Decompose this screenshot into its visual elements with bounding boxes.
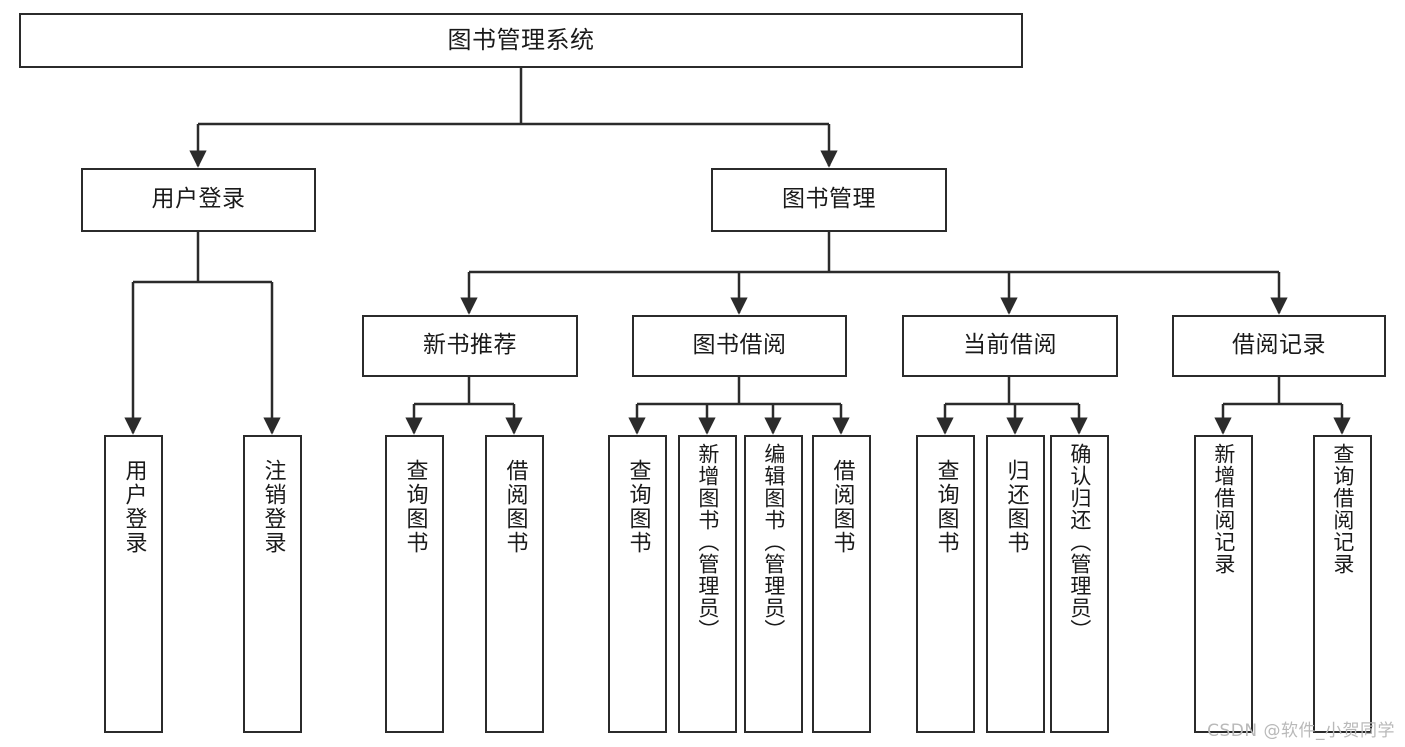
node-label: 查询图书 [625, 459, 651, 555]
leaf-borrow-books-recommend[interactable]: 借阅图书 [485, 435, 544, 733]
node-borrowing-record[interactable]: 借阅记录 [1172, 315, 1386, 377]
leaf-add-book-admin[interactable]: 新增图书（管理员） [678, 435, 737, 733]
node-root-book-management-system[interactable]: 图书管理系统 [19, 13, 1023, 68]
node-label: 编辑图书（管理员） [761, 443, 786, 641]
leaf-query-books-recommend[interactable]: 查询图书 [385, 435, 444, 733]
node-label: 查询图书 [933, 459, 959, 555]
node-label: 借阅图书 [829, 459, 855, 555]
node-user-login[interactable]: 用户登录 [81, 168, 316, 232]
node-label: 用户登录 [151, 186, 246, 213]
leaf-query-books-borrow[interactable]: 查询图书 [608, 435, 667, 733]
node-label: 借阅图书 [502, 459, 528, 555]
node-label: 用户登录 [121, 459, 147, 555]
node-new-book-recommendation[interactable]: 新书推荐 [362, 315, 578, 377]
leaf-query-borrowing-record[interactable]: 查询借阅记录 [1313, 435, 1372, 733]
node-label: 借阅记录 [1232, 332, 1326, 359]
leaf-borrow-books[interactable]: 借阅图书 [812, 435, 871, 733]
node-label: 查询借阅记录 [1330, 443, 1355, 575]
node-label: 注销登录 [260, 459, 286, 555]
node-label: 新书推荐 [423, 332, 517, 359]
leaf-confirm-return-admin[interactable]: 确认归还（管理员） [1050, 435, 1109, 733]
node-book-management[interactable]: 图书管理 [711, 168, 947, 232]
node-label: 当前借阅 [963, 332, 1057, 359]
leaf-edit-book-admin[interactable]: 编辑图书（管理员） [744, 435, 803, 733]
leaf-return-books[interactable]: 归还图书 [986, 435, 1045, 733]
leaf-add-borrowing-record[interactable]: 新增借阅记录 [1194, 435, 1253, 733]
node-label: 图书借阅 [692, 332, 787, 359]
node-label: 查询图书 [402, 459, 428, 555]
leaf-query-books-current[interactable]: 查询图书 [916, 435, 975, 733]
node-label: 归还图书 [1003, 459, 1029, 555]
node-label: 确认归还（管理员） [1067, 443, 1092, 641]
leaf-logout[interactable]: 注销登录 [243, 435, 302, 733]
node-label: 图书管理系统 [447, 26, 595, 55]
node-label: 图书管理 [782, 186, 876, 213]
csdn-watermark: CSDN @软件_小贺同学 [1207, 721, 1395, 741]
node-label: 新增借阅记录 [1211, 443, 1236, 575]
node-book-borrowing[interactable]: 图书借阅 [632, 315, 847, 377]
leaf-user-login[interactable]: 用户登录 [104, 435, 163, 733]
node-label: 新增图书（管理员） [695, 443, 720, 641]
node-current-borrowing[interactable]: 当前借阅 [902, 315, 1118, 377]
